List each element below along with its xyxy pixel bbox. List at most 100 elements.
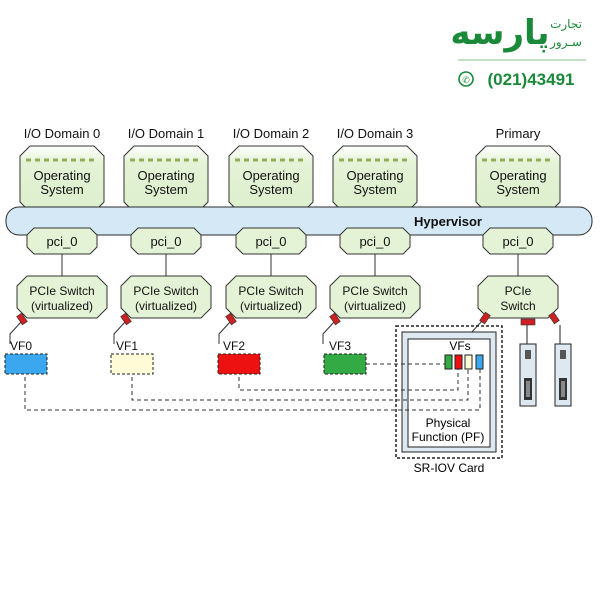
switch-label-2: (virtualized) [344, 299, 406, 313]
hypervisor-label: Hypervisor [414, 214, 482, 229]
domain-title: I/O Domain 2 [233, 126, 310, 141]
vf-box [217, 353, 261, 375]
os-label-1: Operating [489, 168, 546, 183]
card-vf-slot-3 [475, 354, 484, 370]
brand-logo: پارسه تجارت سـرور ✆ (021)43491 [450, 13, 586, 89]
vf-label: VF2 [223, 339, 245, 353]
pci-port-box [235, 227, 307, 255]
switch-lead [218, 321, 231, 344]
os-label-2: System [353, 182, 396, 197]
primary-connector-left [479, 311, 491, 325]
vf-label: VF0 [10, 339, 32, 353]
vf-box [110, 353, 154, 375]
os-label-1: Operating [33, 168, 90, 183]
switch-label-2: Switch [500, 299, 535, 313]
pci-port-label: pci_0 [150, 234, 181, 249]
brand-name: پارسه [450, 13, 549, 53]
os-label-2: System [496, 182, 539, 197]
vf-label: VF3 [329, 339, 351, 353]
card-name: SR-IOV Card [414, 461, 485, 475]
pci-port-box [26, 227, 98, 255]
pci-port-1: pci_0 [130, 227, 202, 255]
pci-port-label: pci_0 [502, 234, 533, 249]
switch-connector [16, 312, 28, 326]
card-outline [395, 325, 503, 459]
pcie-switch-3: PCIe Switch(virtualized) [329, 254, 421, 319]
vfs-label: VFs [449, 339, 470, 353]
primary-connector-right [548, 311, 560, 325]
pci-port-0: pci_0 [26, 227, 98, 255]
vf1-link [131, 369, 469, 401]
vf-layer: VF0 VF1 VF2 VF3 [4, 339, 484, 411]
switch-label-2: (virtualized) [31, 299, 93, 313]
card-vf-slot-0 [444, 354, 453, 370]
card-vf-slot-1 [454, 354, 463, 370]
os-label-1: Operating [137, 168, 194, 183]
domain-title: I/O Domain 3 [337, 126, 414, 141]
switch-lead [322, 321, 335, 344]
ports-layer: pci_0 pci_0 pci_0 pci_0 pci_0 [26, 227, 554, 255]
pf-label-2: Function (PF) [412, 430, 485, 444]
pcie-switch-0: PCIe Switch(virtualized) [16, 254, 108, 319]
switch-lead [9, 321, 22, 344]
os-label-2: System [249, 182, 292, 197]
pci-port-label: pci_0 [255, 234, 286, 249]
pcie-switch-2: PCIe Switch(virtualized) [225, 254, 317, 319]
switch-box [16, 275, 108, 319]
domain-title: Primary [496, 126, 541, 141]
switch-connector [120, 312, 132, 326]
switch-label-1: PCIe Switch [29, 284, 94, 298]
os-label-2: System [144, 182, 187, 197]
phone-icon: ✆ [458, 71, 474, 87]
switch-label-2: (virtualized) [240, 299, 302, 313]
pci-port-3: pci_0 [339, 227, 411, 255]
brand-phone: (021)43491 [488, 70, 575, 89]
switch-box [120, 275, 212, 319]
pf-label-1: Physical [426, 416, 471, 430]
pci-port-box [339, 227, 411, 255]
pci-port-box [482, 227, 554, 255]
pci-port-label: pci_0 [46, 234, 77, 249]
switch-box [225, 275, 317, 319]
vf-box [323, 353, 367, 375]
vf-3: VF3 [323, 339, 367, 375]
switch-label-1: PCIe [505, 284, 532, 298]
switch-lead [113, 321, 126, 344]
vf-0: VF0 [4, 339, 48, 375]
vf-label: VF1 [116, 339, 138, 353]
svg-text:✆: ✆ [462, 75, 470, 85]
pci-port-2: pci_0 [235, 227, 307, 255]
primary-connector-mid [520, 318, 536, 326]
switch-connector [225, 312, 237, 326]
switch-connector [329, 312, 341, 326]
pci-port-4: pci_0 [482, 227, 554, 255]
switch-label-1: PCIe Switch [342, 284, 407, 298]
pcie-switch-1: PCIe Switch(virtualized) [120, 254, 212, 319]
vf-1: VF1 [110, 339, 154, 375]
switch-label-1: PCIe Switch [238, 284, 303, 298]
switch-box [329, 275, 421, 319]
pci-port-label: pci_0 [359, 234, 390, 249]
physical-device-left [519, 325, 537, 407]
vf-2: VF2 [217, 339, 261, 375]
domain-title: I/O Domain 1 [128, 126, 205, 141]
os-label-1: Operating [242, 168, 299, 183]
domain-title: I/O Domain 0 [24, 126, 101, 141]
os-label-1: Operating [346, 168, 403, 183]
os-label-2: System [40, 182, 83, 197]
switch-box [477, 275, 559, 319]
vf2-link [238, 369, 459, 391]
brand-line-2: سـرور [549, 35, 582, 50]
physical-device-right [554, 325, 572, 407]
vf0-link [24, 369, 481, 411]
switch-layer: PCIe Switch(virtualized)PCIe Switch(virt… [9, 254, 560, 344]
vf-box [4, 353, 48, 375]
